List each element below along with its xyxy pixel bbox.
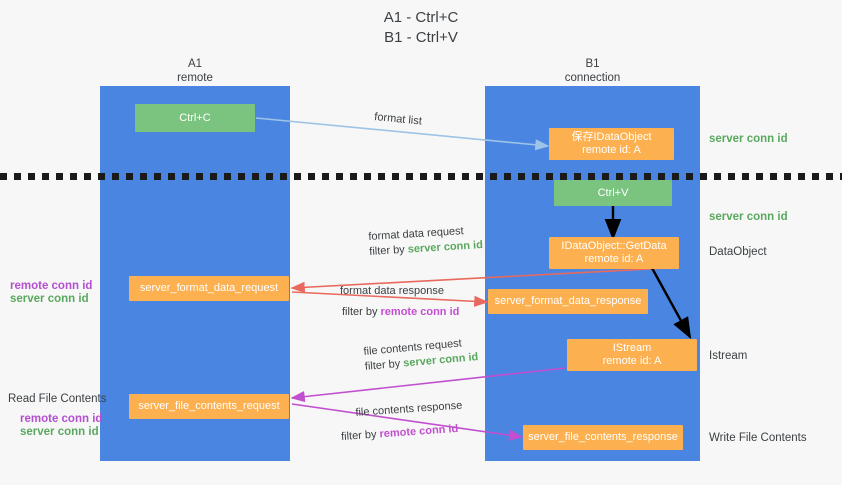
column-a1-name: A1 <box>187 58 203 70</box>
box-getdata-line1: IDataObject::GetData <box>561 240 667 252</box>
edge-fcres-highlight: remote conn id <box>379 422 459 441</box>
box-server-format-data-response[interactable]: server_format_data_response <box>488 289 648 314</box>
column-b1-name: B1 <box>585 58 600 70</box>
box-istream-line2: remote id: A <box>602 355 662 367</box>
edge-fcres-line1: file contents response <box>355 399 463 419</box>
box-ctrl-v-label: Ctrl+V <box>597 186 629 199</box>
edge-fdreq-prefix: filter by <box>368 243 409 258</box>
page-title: A1 - Ctrl+C B1 - Ctrl+V <box>383 9 459 46</box>
edge-fdres-line1: format data response <box>340 285 444 297</box>
label-server-conn-id-1: server conn id <box>10 293 89 305</box>
column-header-a1: A1 remote <box>100 57 290 85</box>
edge-fcres-line2: filter by remote conn id <box>341 421 465 445</box>
edge-label-format-list: format list <box>374 110 423 130</box>
box-ctrl-c[interactable]: Ctrl+C <box>135 104 255 132</box>
box-server-file-contents-response-label: server_file_contents_response <box>528 431 678 443</box>
box-save-idataobject-line1: 保存IDataObject <box>571 131 652 143</box>
edge-fdres-highlight: remote conn id <box>380 306 460 318</box>
box-server-file-contents-request-label: server_file_contents_request <box>138 400 280 412</box>
column-header-b1: B1 connection <box>485 57 700 85</box>
box-istream[interactable]: IStream remote id: A <box>567 339 697 371</box>
box-istream-line1: IStream <box>612 342 652 354</box>
divider-dashed-line <box>0 173 842 180</box>
column-b1-sub: connection <box>564 72 621 84</box>
box-server-format-data-request-label: server_format_data_request <box>139 282 279 294</box>
edge-label-file-contents-response: file contents response filter by remote … <box>341 399 464 444</box>
box-save-idataobject-line2: remote id: A <box>582 144 641 156</box>
label-read-file-contents: Read File Contents <box>8 393 107 405</box>
edge-label-format-data-response: format data response filter by remote co… <box>340 284 459 320</box>
label-istream: Istream <box>709 350 748 362</box>
edge-fdres-prefix: filter by <box>342 306 381 318</box>
label-write-file-contents: Write File Contents <box>709 432 807 444</box>
label-server-conn-id-top: server conn id <box>709 133 788 145</box>
edge-fdreq-highlight: server conn id <box>407 239 484 256</box>
box-server-format-data-response-label: server_format_data_response <box>494 295 642 307</box>
edge-fcres-prefix: filter by <box>340 428 380 444</box>
label-remote-conn-id-2: remote conn id <box>20 413 103 425</box>
label-remote-conn-id-1: remote conn id <box>10 280 93 292</box>
edge-fcreq-prefix: filter by <box>364 357 404 373</box>
label-server-conn-id-mid: server conn id <box>709 211 788 223</box>
box-ctrl-c-label: Ctrl+C <box>179 111 211 124</box>
box-server-file-contents-response[interactable]: server_file_contents_response <box>523 425 683 450</box>
label-dataobject: DataObject <box>709 246 767 258</box>
edge-label-file-contents-request: file contents request filter by server c… <box>363 335 479 375</box>
box-ctrl-v[interactable]: Ctrl+V <box>554 180 672 206</box>
edge-format-list-text: format list <box>373 110 423 128</box>
box-server-format-data-request[interactable]: server_format_data_request <box>129 276 289 301</box>
column-a1-sub: remote <box>177 72 213 84</box>
edge-fdres-line2: filter by remote conn id <box>342 305 459 320</box>
edge-label-format-data-request: format data request filter by server con… <box>368 223 483 260</box>
box-getdata-line2: remote id: A <box>584 253 644 265</box>
box-server-file-contents-request[interactable]: server_file_contents_request <box>129 394 289 419</box>
label-server-conn-id-2: server conn id <box>20 426 99 438</box>
box-save-idataobject[interactable]: 保存IDataObject remote id: A <box>549 128 674 160</box>
box-getdata[interactable]: IDataObject::GetData remote id: A <box>549 237 679 269</box>
